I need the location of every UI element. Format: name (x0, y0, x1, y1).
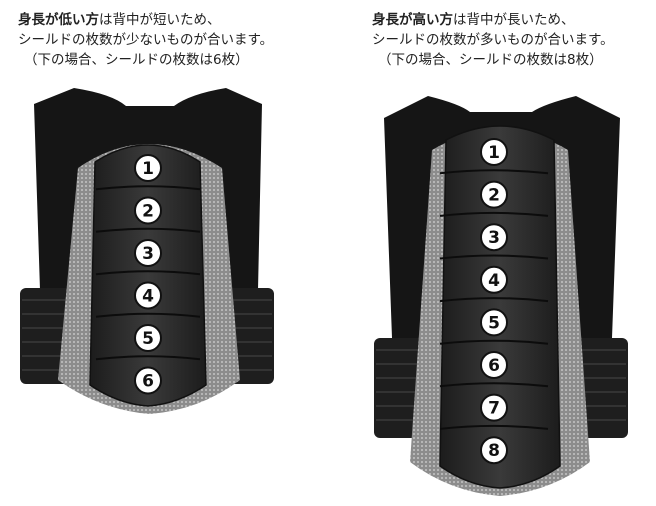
shield-number-label: 7 (488, 399, 500, 419)
right-shield-segments: 1 2 3 4 5 6 7 8 (439, 138, 549, 465)
shield-number-label: 2 (488, 186, 500, 206)
left-caption: 身長が低い方は背中が短いため、 シールドの枚数が少ないものが合います。 （下の場… (18, 10, 273, 70)
shield-number-circle (480, 138, 508, 166)
shield-number-label: 4 (488, 271, 500, 291)
shield-number-label: 2 (142, 202, 154, 222)
shield-divider (95, 227, 201, 233)
left-caption-emphasis: 身長が低い方 (18, 12, 99, 28)
shield-number-circle (480, 265, 508, 294)
shield-number-circle (134, 281, 162, 310)
shield-number-label: 4 (142, 287, 154, 307)
shield-number-label: 1 (488, 143, 500, 163)
shield-number-circle (480, 351, 508, 379)
right-caption-line1-rest: は背中が長いため、 (453, 12, 575, 28)
shield-number-label: 5 (142, 329, 154, 349)
left-shield-segments: 1 2 3 4 5 6 (95, 154, 201, 395)
right-caption-line2: シールドの枚数が多いものが合います。 (372, 32, 614, 48)
shield-number-label: 1 (142, 159, 154, 179)
shield-number-circle (480, 223, 508, 252)
shield-number-label: 3 (488, 228, 500, 248)
shield-number-circle (134, 239, 162, 267)
shield-number-circle (480, 180, 508, 209)
shield-number-label: 5 (488, 313, 500, 333)
shield-divider (439, 339, 549, 345)
right-caption: 身長が高い方は背中が長いため、 シールドの枚数が多いものが合います。 （下の場合… (372, 10, 614, 70)
left-caption-line1-rest: は背中が短いため、 (99, 12, 221, 28)
shield-divider (439, 211, 549, 217)
shield-number-circle (134, 324, 162, 352)
shield-number-circle (134, 366, 162, 395)
shield-number-label: 3 (142, 244, 154, 264)
right-caption-line3: （下の場合、シールドの枚数は8枚） (378, 52, 603, 68)
shield-divider (439, 254, 549, 260)
shield-divider (439, 382, 549, 388)
right-caption-line1: 身長が高い方は背中が長いため、 (372, 10, 614, 30)
shield-number-circle (134, 154, 162, 182)
left-caption-line1: 身長が低い方は背中が短いため、 (18, 10, 273, 30)
shield-divider (95, 185, 201, 191)
shield-number-label: 8 (488, 441, 500, 461)
left-caption-line2: シールドの枚数が少ないものが合います。 (18, 32, 274, 48)
right-caption-emphasis: 身長が高い方 (372, 12, 453, 28)
shield-number-label: 6 (488, 356, 500, 376)
left-caption-line3: （下の場合、シールドの枚数は6枚） (24, 52, 249, 68)
shield-number-circle (480, 436, 508, 465)
shield-divider (95, 355, 201, 361)
shield-divider (95, 270, 201, 276)
shield-number-label: 6 (142, 372, 154, 392)
shield-divider (439, 424, 549, 430)
left-vest-body (20, 88, 274, 414)
shield-divider (439, 169, 549, 175)
shield-number-circle (480, 393, 508, 422)
shield-divider (439, 297, 549, 303)
shield-divider (95, 312, 201, 318)
shield-number-circle (480, 308, 508, 337)
shield-number-circle (134, 196, 162, 225)
